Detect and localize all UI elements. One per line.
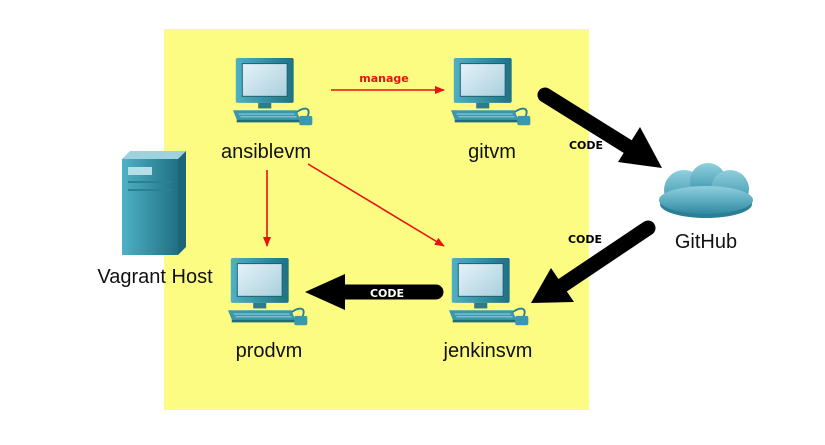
code-arrow-git-github [537,87,662,168]
github-label: GitHub [675,231,737,253]
manage-arrow-ansible-jenkins [307,163,445,247]
prodvm-label: prodvm [236,340,303,362]
vagrant-zone [164,29,589,410]
code-label-git-github: CODE [569,139,603,152]
cloud-icon [659,163,753,218]
code-arrow-github-jenkins [531,220,656,303]
code-label-jenkins-prod: CODE [370,287,404,300]
code-label-github-jenkins: CODE [568,233,602,246]
code-arrow-jenkins-prod [305,274,444,310]
vagrant-host-label: Vagrant Host [97,266,213,288]
server-tower-icon [122,151,186,255]
manage-label: manage [359,72,408,85]
ansiblevm-label: ansiblevm [221,141,311,163]
jenkinsvm-label: jenkinsvm [443,340,533,362]
gitvm-label: gitvm [468,141,516,163]
